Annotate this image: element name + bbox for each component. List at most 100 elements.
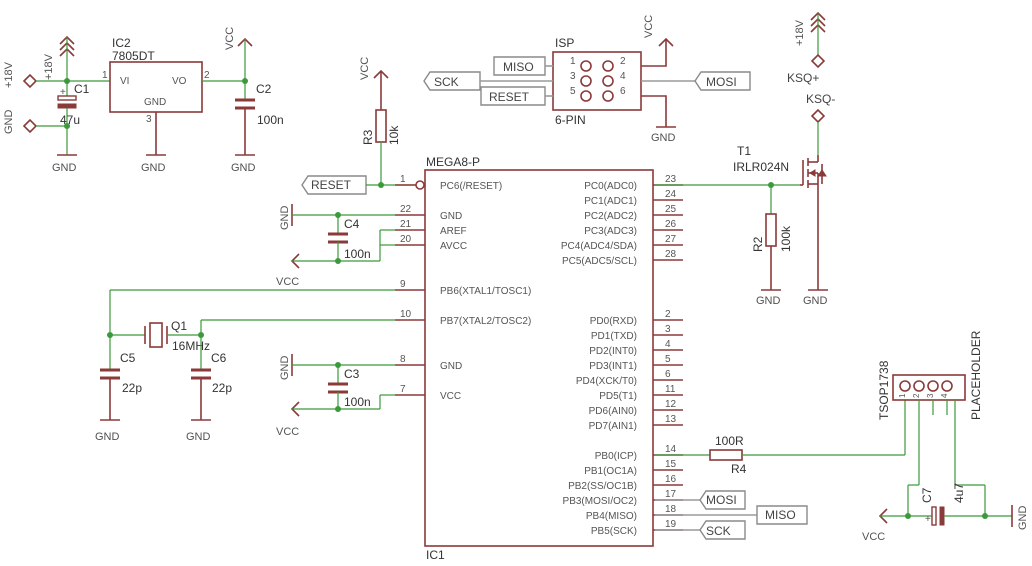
ic2-pin2: 2 (204, 70, 210, 81)
ic1-pin-number: 10 (400, 309, 412, 320)
isp-miso-text: MISO (503, 60, 534, 74)
ic1-pin-name: PD6(AIN0) (589, 406, 637, 417)
t1-ref: T1 (737, 144, 751, 158)
ic1-pin-number: 23 (665, 174, 677, 185)
ic1-pin-name: PD2(INT0) (589, 346, 637, 357)
ic1-pin-number: 14 (665, 444, 677, 455)
gnd-label-c1: GND (52, 162, 77, 174)
c2-ref: C2 (256, 82, 272, 96)
c4-value: 100n (344, 247, 371, 261)
c7-value: 4u7 (952, 483, 966, 503)
ic1-pin-number: 28 (665, 249, 677, 260)
isp-sck-text: SCK (434, 75, 459, 89)
ic1-pin-number: 27 (665, 234, 677, 245)
ic1-part: MEGA8-P (426, 155, 480, 169)
isp-pin-1: 1 (570, 56, 576, 67)
c1-capacitor: + (57, 81, 77, 155)
ic1-pin-number: 26 (665, 219, 677, 230)
ic1-pin-number: 13 (665, 414, 677, 425)
ir-section: 100R R4 1 2 3 4 TSOP1738 PLACEHOLDER + C… (655, 330, 1029, 543)
ic1-pin-name: PC3(ADC3) (584, 226, 637, 237)
ic1-pin-name: PC5(ADC5/SCL) (562, 256, 637, 267)
c1-ref: C1 (74, 82, 90, 96)
ic1-pin-name: PB3(MOSI/OC2) (563, 496, 637, 507)
isp-part: 6-PIN (555, 113, 586, 127)
ic1-pin-name: PB1(OC1A) (584, 466, 637, 477)
ic1-pin-number: 9 (400, 279, 406, 290)
vcc-label-isp: VCC (643, 15, 655, 38)
isp-reset-flag (480, 86, 553, 106)
isp-miso-flag (493, 56, 553, 76)
vcc-symbol-top (237, 37, 253, 81)
ic1-pin-name: PB0(ICP) (595, 451, 637, 462)
reset-section: VCC R3 10k RESET (301, 57, 425, 195)
ic1-ref: IC1 (426, 548, 445, 562)
t1-part: IRLR024N (733, 160, 789, 174)
ic1-right-pins: 23PC0(ADC0)24PC1(ADC1)25PC2(ADC2)26PC3(A… (561, 174, 683, 537)
ic1-pin-number: 19 (665, 519, 677, 530)
ic1-pin-name: PD4(XCK/T0) (576, 376, 637, 387)
tsop-value: PLACEHOLDER (969, 330, 983, 420)
c3-value: 100n (344, 395, 371, 409)
ic1-pin-name: PD0(RXD) (590, 316, 637, 327)
ic1-pin-number: 2 (665, 309, 671, 320)
vcc-label-r3: VCC (359, 57, 371, 80)
ic1-pin-name: PB6(XTAL1/TOSC1) (440, 286, 531, 297)
ic1-pin-name: AREF (440, 226, 467, 237)
ic1-pin-name: PC6(/RESET) (440, 181, 502, 192)
ic1-pin-number: 18 (665, 504, 677, 515)
ic1-sck-text: SCK (706, 524, 731, 538)
isp-pin-3: 3 (570, 71, 576, 82)
ic2-gnd-pin-label: GND (144, 97, 166, 108)
isp-ref: ISP (555, 36, 574, 50)
isp-pin-4: 4 (620, 71, 626, 82)
ic1-pin-number: 20 (400, 234, 412, 245)
ic1-pin-number: 17 (665, 489, 677, 500)
ic1-pin-name: GND (440, 211, 462, 222)
ic1-pin-name: PD5(T1) (599, 391, 637, 402)
ic1-pin-number: 25 (665, 204, 677, 215)
mosfet-section: +18V KSQ+ KSQ- R2 100k GND GND (655, 11, 835, 307)
gnd-label-ic2: GND (141, 162, 166, 174)
gnd-label-t1: GND (803, 295, 828, 307)
ic1-miso-flag (655, 505, 808, 525)
ic2-ref: IC2 (112, 36, 131, 50)
ic1-pin-name: PC1(ADC1) (584, 196, 637, 207)
ic1-pin-number: 11 (665, 384, 676, 395)
avcc-decoupling: GND C4 100n VCC (276, 204, 395, 288)
gnd-pad (22, 118, 67, 134)
isp-pin-6: 6 (620, 86, 626, 97)
ic1-pin-name: PC0(ADC0) (584, 181, 637, 192)
gnd-label-c6: GND (186, 431, 211, 443)
svg-text:+: + (60, 87, 66, 98)
c5-value: 22p (122, 381, 142, 395)
tsop-connector (892, 374, 966, 401)
r3-value: 10k (387, 125, 401, 145)
r4-value: 100R (715, 434, 744, 448)
ic1-pin-number: 6 (665, 369, 671, 380)
r4-ref: R4 (731, 462, 747, 476)
plus18v-supply-label: +18V (43, 53, 55, 80)
ic1-pin-number: 21 (400, 219, 412, 230)
vcc-label-c4: VCC (276, 276, 299, 288)
vcc-decoupling: GND C3 100n VCC (276, 354, 395, 438)
c2-value: 100n (257, 113, 284, 127)
r3-resistor (375, 109, 387, 143)
ic1-pin-number: 1 (400, 174, 406, 185)
ic1-pin-name: PB7(XTAL2/TOSC2) (440, 316, 531, 327)
isp-mosi-flag (641, 71, 751, 91)
ic1-pin-number: 3 (665, 324, 671, 335)
vcc-label-top: VCC (224, 27, 236, 50)
isp-pin-5: 5 (570, 86, 576, 97)
q1-value: 16MHz (172, 339, 210, 353)
ic1-mosi-text: MOSI (706, 493, 737, 507)
reset-label-text: RESET (311, 178, 352, 192)
ic1-pin-name: PB5(SCK) (591, 526, 637, 537)
ic2-part: 7805DT (112, 49, 155, 63)
ic1-pin-number: 7 (400, 384, 406, 395)
ic2-vi: VI (120, 76, 129, 87)
c6-ref: C6 (211, 351, 227, 365)
c5-ref: C5 (120, 351, 136, 365)
